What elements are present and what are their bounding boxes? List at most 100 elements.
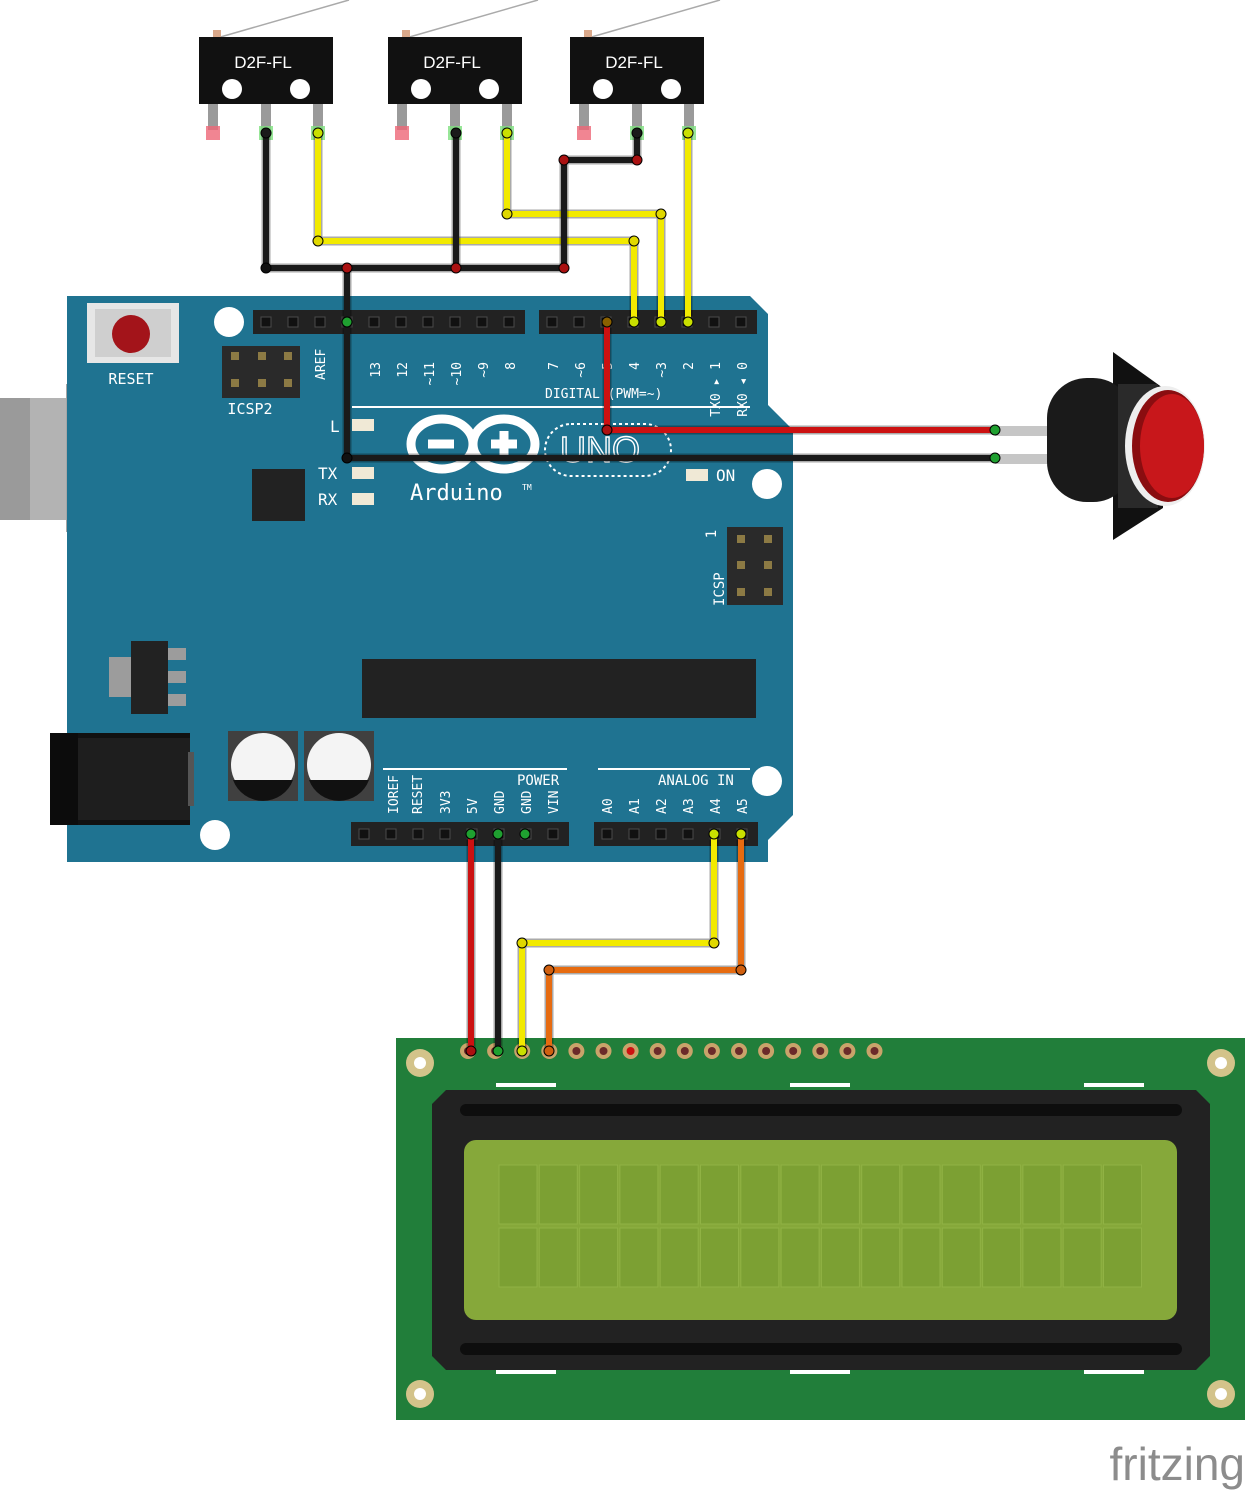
svg-text:UNO: UNO bbox=[560, 429, 640, 470]
header-pin bbox=[287, 316, 299, 328]
header-pin bbox=[735, 316, 747, 328]
lcd-pin-header bbox=[460, 1043, 883, 1059]
digital-label: DIGITAL (PWM=~) bbox=[545, 387, 662, 402]
pin-label: 2 bbox=[682, 362, 697, 370]
header-pin bbox=[708, 316, 720, 328]
header-pin bbox=[368, 316, 380, 328]
header-pin bbox=[260, 316, 272, 328]
pin-label-aref: AREF bbox=[314, 349, 329, 380]
arduino-logo-icon bbox=[406, 414, 540, 474]
mounting-hole bbox=[214, 307, 244, 337]
wire-ground-bus bbox=[263, 130, 567, 271]
header-pin bbox=[385, 828, 397, 840]
pin-label: 12 bbox=[396, 362, 411, 378]
wires bbox=[260, 127, 1001, 1057]
analog-header bbox=[594, 822, 758, 846]
pin-label: A4 bbox=[709, 798, 724, 814]
header-pin bbox=[395, 316, 407, 328]
led-tx bbox=[352, 467, 374, 479]
reset-button[interactable] bbox=[87, 303, 179, 363]
header-pin bbox=[628, 828, 640, 840]
wire-lcd-sda bbox=[519, 831, 717, 1054]
header-pin bbox=[422, 316, 434, 328]
icsp-label: ICSP bbox=[712, 572, 728, 606]
uno-badge: UNO bbox=[544, 423, 672, 477]
pin-label: 4 bbox=[628, 362, 643, 370]
led-on bbox=[686, 469, 708, 481]
pin-label: ~10 bbox=[450, 362, 465, 385]
switch-body bbox=[388, 37, 522, 104]
pin-label: ~11 bbox=[423, 362, 438, 385]
pin-label: ~6 bbox=[574, 362, 589, 378]
switch-body bbox=[199, 37, 333, 104]
pin-label: 3V3 bbox=[439, 791, 454, 814]
dc-power-jack bbox=[50, 733, 194, 825]
header-pin bbox=[358, 828, 370, 840]
led-l bbox=[352, 419, 374, 431]
pin-label: ~3 bbox=[655, 362, 670, 378]
led-tx-label: TX bbox=[318, 464, 338, 483]
arduino-logo-text: Arduino bbox=[410, 481, 503, 506]
micro-switch[interactable]: D2F-FL bbox=[199, 0, 350, 140]
pin-label: VIN bbox=[547, 791, 562, 814]
switch-body bbox=[570, 37, 704, 104]
fritzing-watermark: fritzing bbox=[1110, 1438, 1245, 1490]
led-rx bbox=[352, 493, 374, 505]
pin-label: GND bbox=[493, 790, 508, 814]
digital-pin-labels-left: 13 12 ~11 ~10 ~9 8 bbox=[369, 362, 519, 385]
header-pin bbox=[503, 316, 515, 328]
power-header bbox=[351, 822, 569, 846]
icsp-pin1-label: 1 bbox=[704, 530, 720, 538]
lcd-16x2-module bbox=[396, 1038, 1245, 1420]
micro-switch[interactable]: D2F-FL bbox=[388, 0, 539, 140]
power-label: POWER bbox=[517, 773, 560, 789]
digital-header-right bbox=[539, 310, 757, 334]
switch-label: D2F-FL bbox=[234, 53, 292, 72]
push-button[interactable] bbox=[995, 352, 1205, 540]
header-pin bbox=[439, 828, 451, 840]
header-pin bbox=[601, 828, 613, 840]
wire-switch3-common bbox=[561, 130, 640, 271]
mounting-hole bbox=[752, 469, 782, 499]
wire-lcd-scl bbox=[546, 831, 744, 1054]
switch-pin bbox=[395, 126, 409, 140]
analog-label: ANALOG IN bbox=[658, 773, 734, 789]
led-rx-label: RX bbox=[318, 490, 338, 509]
wire-switch1-d4 bbox=[315, 130, 637, 325]
micro-switch[interactable]: D2F-FL bbox=[570, 0, 721, 140]
switch-label: D2F-FL bbox=[423, 53, 481, 72]
pin-label: GND bbox=[520, 790, 535, 814]
switch-pin bbox=[577, 126, 591, 140]
header-pin bbox=[547, 828, 559, 840]
pin-label: RX0 ◂ 0 bbox=[736, 362, 751, 417]
pin-label: 13 bbox=[369, 362, 384, 378]
header-pin bbox=[655, 828, 667, 840]
pin-label: A2 bbox=[655, 798, 670, 814]
switch-pin bbox=[206, 126, 220, 140]
capacitor bbox=[304, 731, 374, 801]
switch-label: D2F-FL bbox=[605, 53, 663, 72]
capacitor bbox=[228, 731, 298, 801]
mounting-hole bbox=[752, 766, 782, 796]
pin-label: RESET bbox=[411, 775, 426, 814]
header-pin bbox=[682, 828, 694, 840]
icsp2-label: ICSP2 bbox=[227, 400, 272, 418]
pin-label: A1 bbox=[628, 798, 643, 814]
header-pin bbox=[449, 316, 461, 328]
voltage-regulator bbox=[109, 641, 186, 714]
led-l-label: L bbox=[330, 417, 340, 436]
usb-interface-chip bbox=[252, 469, 305, 521]
wire-switch2-d3 bbox=[504, 130, 664, 325]
header-pin bbox=[314, 316, 326, 328]
header-pin bbox=[476, 316, 488, 328]
trademark-mark: TM bbox=[522, 483, 532, 492]
digital-header-left bbox=[253, 310, 525, 334]
pin-label: ~9 bbox=[477, 362, 492, 378]
pin-label: A0 bbox=[601, 798, 616, 814]
header-pin bbox=[412, 828, 424, 840]
mounting-hole bbox=[200, 820, 230, 850]
icsp-header bbox=[727, 527, 783, 605]
pin-label: 8 bbox=[504, 362, 519, 370]
